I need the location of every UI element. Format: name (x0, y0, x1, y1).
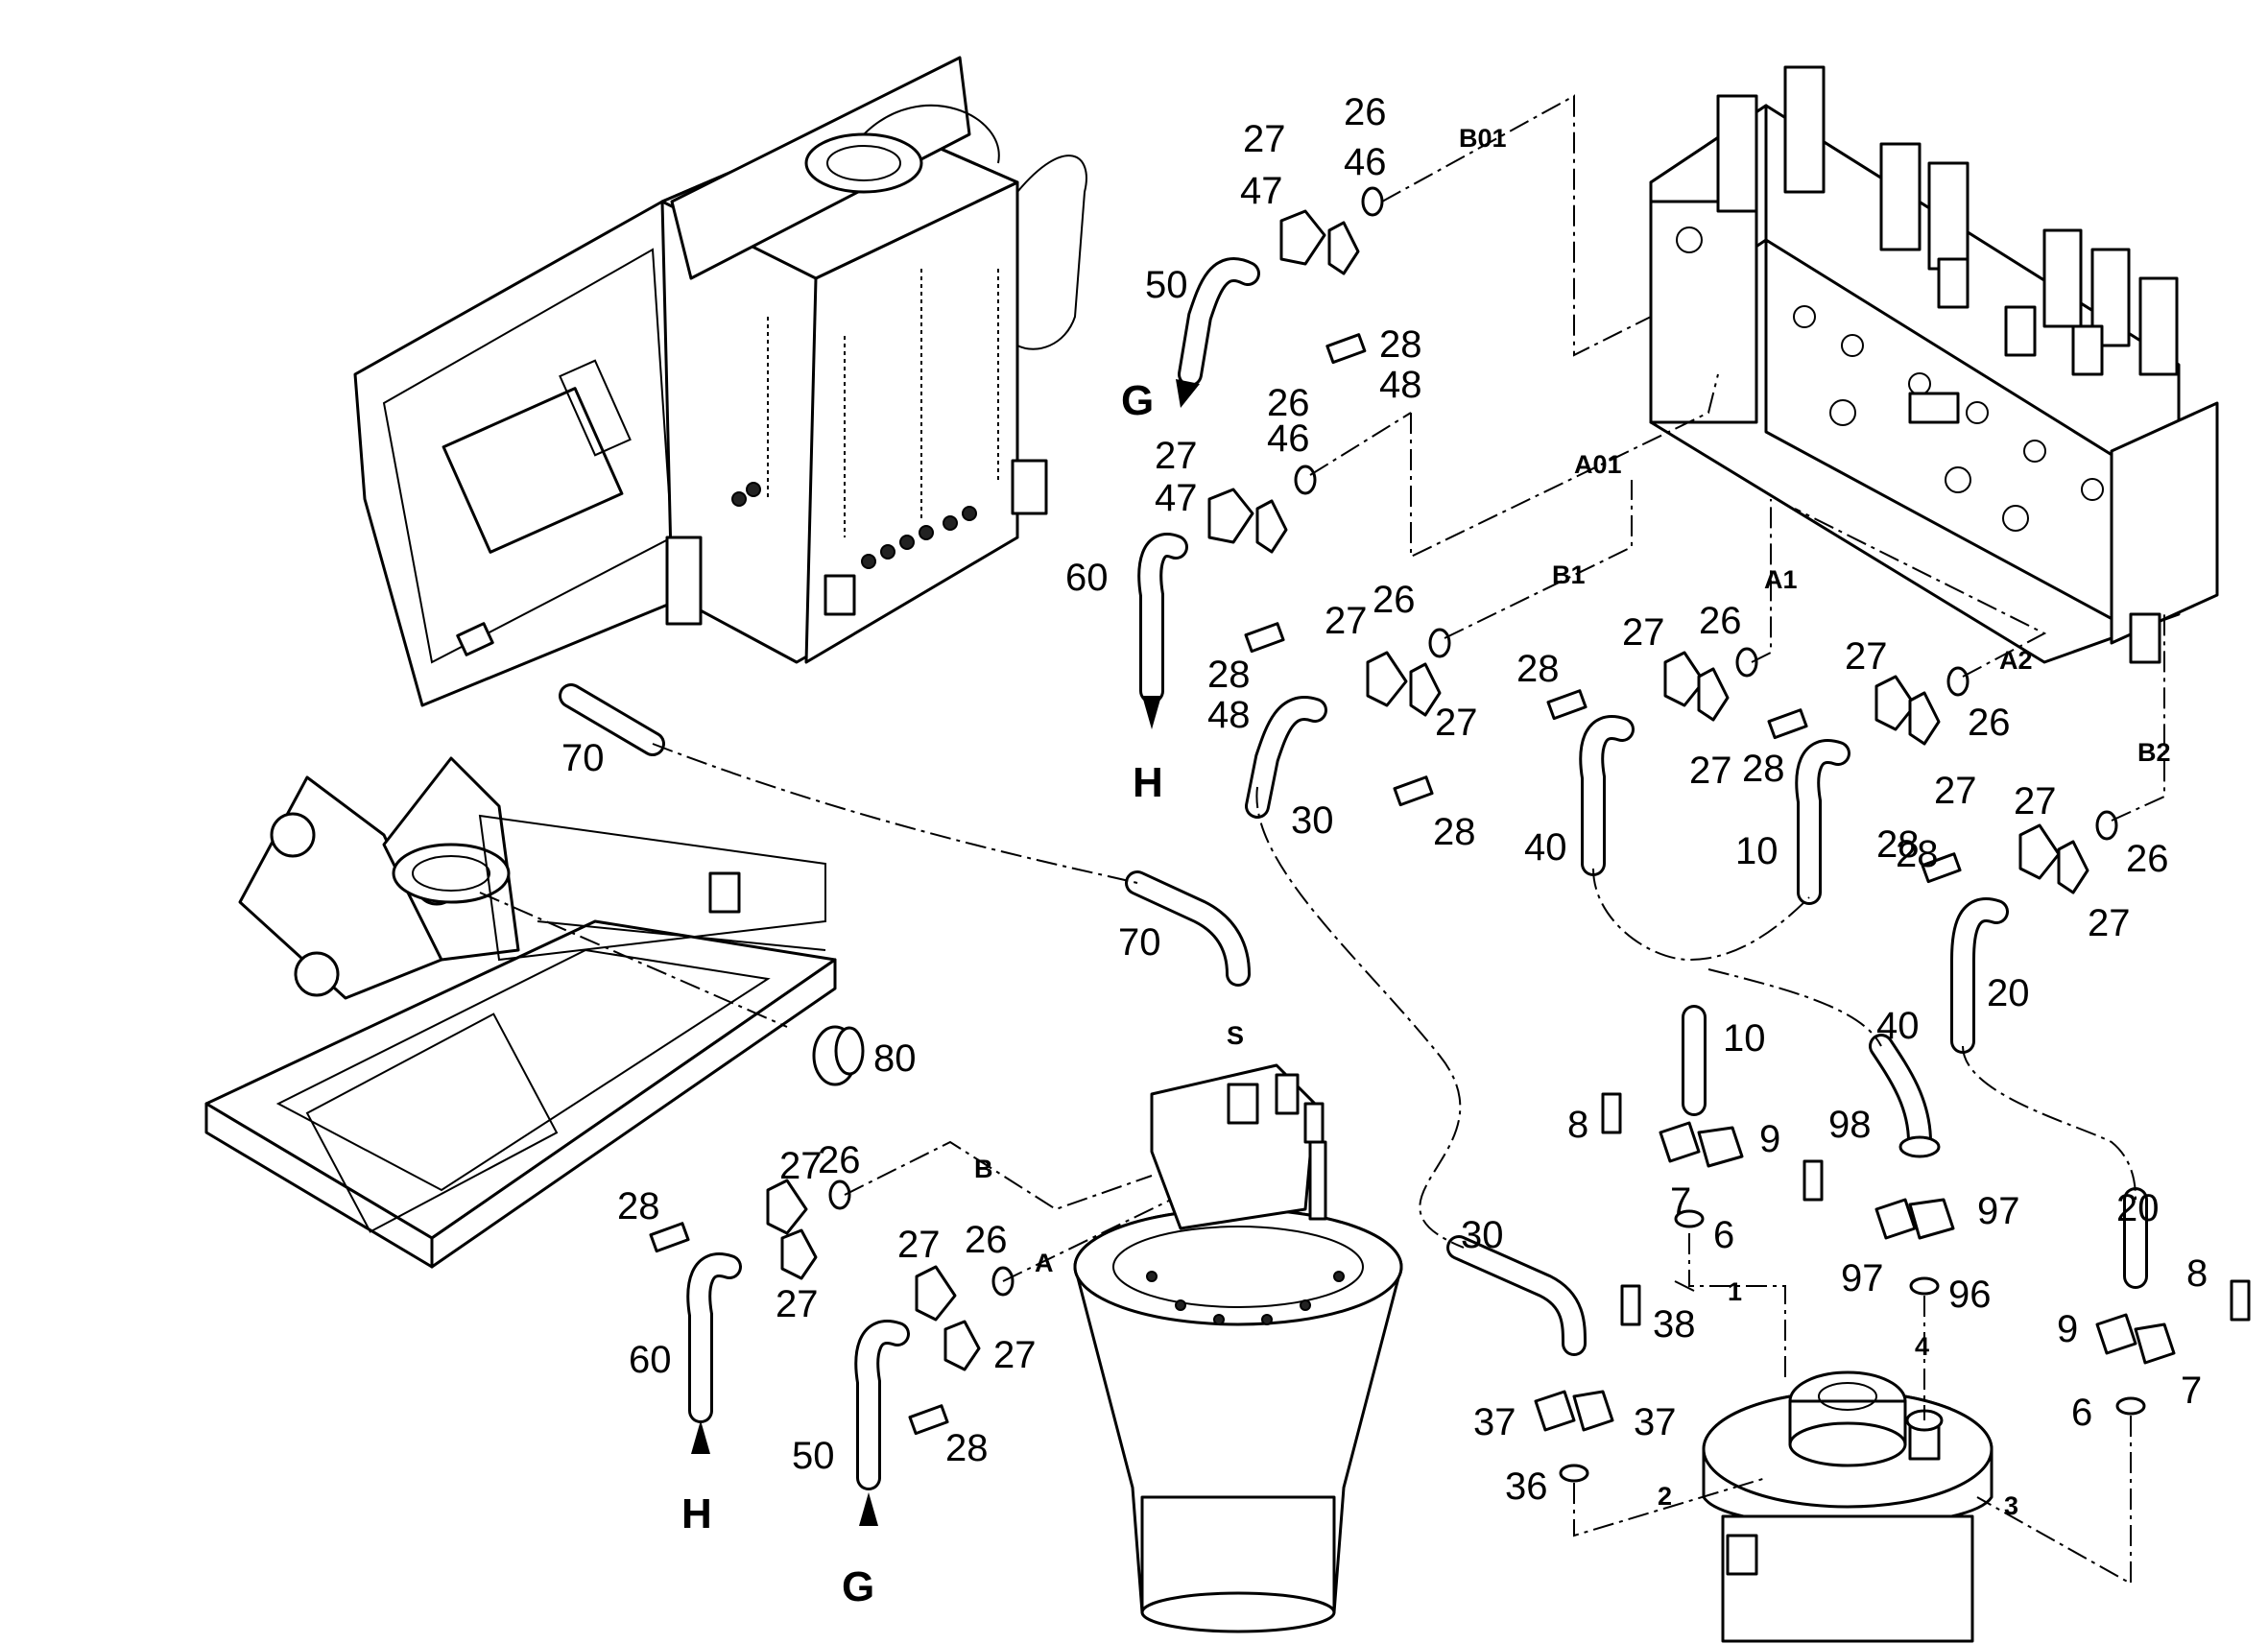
part-label: 70 (561, 737, 605, 779)
part-label: 20 (1987, 972, 2030, 1014)
part-label: 8 (1567, 1104, 1588, 1146)
part-label: 27 (2088, 902, 2131, 944)
part-label: 47 (1240, 170, 1283, 212)
flange-clamps (649, 186, 2251, 1483)
part-label: 27 (1435, 702, 1478, 744)
part-label: 27 (1622, 611, 1665, 654)
conn-S: S (1227, 1021, 1244, 1050)
conn-4: 4 (1915, 1332, 1929, 1361)
part-label: 27 (776, 1283, 819, 1325)
conn-A2: A2 (1999, 646, 2033, 675)
part-label: 27 (897, 1224, 941, 1266)
part-label: 60 (1065, 557, 1109, 599)
part-label: 28 (617, 1185, 660, 1227)
part-label: 27 (993, 1334, 1037, 1376)
route-H-top: H (1133, 759, 1163, 806)
part-label: 28 (1207, 654, 1251, 696)
part-label: 37 (1473, 1401, 1516, 1443)
part-label: 26 (1267, 382, 1310, 424)
part-label: 6 (2071, 1392, 2092, 1434)
travel-motor (1073, 1063, 1403, 1633)
part-label: 26 (1344, 91, 1387, 133)
part-label: 40 (1876, 1005, 1920, 1047)
part-label: 8 (2186, 1252, 2208, 1295)
part-label: 97 (1841, 1257, 1884, 1299)
part-label: 28 (1379, 323, 1422, 366)
part-label: 80 (873, 1037, 917, 1080)
part-label: 10 (1723, 1017, 1766, 1060)
part-label: 26 (818, 1139, 861, 1181)
part-label: 30 (1461, 1214, 1504, 1256)
part-label: 6 (1713, 1214, 1734, 1256)
part-label: 26 (1968, 702, 2011, 744)
part-label: 46 (1344, 141, 1387, 183)
part-label: 28 (1876, 823, 1920, 866)
part-label: 38 (1653, 1303, 1696, 1346)
conn-B01: B01 (1459, 124, 1507, 153)
part-label: 10 (1735, 830, 1779, 872)
hydraulic-tank-assembly (353, 56, 1087, 707)
part-label: 9 (1759, 1118, 1780, 1160)
part-label: 20 (2116, 1187, 2160, 1229)
part-label: 48 (1207, 694, 1251, 736)
part-label: 60 (629, 1339, 672, 1381)
fitting-80 (812, 1025, 865, 1086)
part-label: 27 (1325, 600, 1368, 642)
part-label: 27 (2014, 780, 2057, 822)
part-label: 47 (1155, 477, 1198, 519)
part-label: 96 (1948, 1274, 1992, 1316)
part-label: 7 (2181, 1370, 2202, 1412)
conn-A: A (1035, 1249, 1054, 1277)
part-label: 40 (1524, 826, 1567, 869)
part-label: 97 (1977, 1190, 2020, 1232)
hoses (559, 257, 2148, 1490)
route-G-bottom: G (842, 1563, 874, 1610)
route-G-top: G (1121, 377, 1154, 424)
conn-3: 3 (2004, 1491, 2018, 1520)
part-label: 27 (1243, 118, 1286, 160)
part-label: 48 (1379, 364, 1422, 406)
part-label: 70 (1118, 921, 1161, 964)
control-valve-block (1649, 65, 2219, 664)
conn-A1: A1 (1764, 565, 1798, 594)
undercarriage-frame (204, 756, 837, 1269)
route-labels: G H H G (681, 377, 1163, 1610)
conn-A01: A01 (1574, 450, 1622, 479)
part-label: 37 (1634, 1401, 1677, 1443)
part-label: 27 (1689, 750, 1732, 792)
part-label: 28 (1516, 648, 1560, 690)
part-label: 28 (945, 1427, 989, 1469)
part-label: 27 (1155, 435, 1198, 477)
flow-arrows (691, 379, 1200, 1526)
part-label: 50 (792, 1435, 835, 1477)
part-label: 28 (1433, 811, 1476, 853)
part-label: 9 (2057, 1308, 2078, 1350)
part-number-labels: 26 46 27 47 50 28 48 26 46 27 47 60 28 4… (561, 91, 2208, 1508)
part-label: 46 (1267, 417, 1310, 460)
part-label: 50 (1145, 264, 1188, 306)
conn-B2: B2 (2137, 738, 2171, 767)
route-H-bottom: H (681, 1490, 712, 1537)
part-label: 26 (1373, 579, 1416, 621)
part-label: 98 (1828, 1104, 1872, 1146)
part-label: 7 (1670, 1180, 1691, 1223)
part-label: 27 (1934, 770, 1977, 812)
part-label: 26 (1699, 600, 1742, 642)
part-label: 28 (1742, 748, 1785, 790)
part-label: 27 (779, 1145, 823, 1187)
conn-1: 1 (1728, 1277, 1742, 1306)
leader-lines (479, 94, 2165, 1585)
connection-labels: B01 A01 B1 A1 A2 B2 S B A 1 2 3 4 (974, 124, 2171, 1520)
part-label: 36 (1505, 1465, 1548, 1508)
conn-2: 2 (1658, 1482, 1672, 1511)
conn-B: B (974, 1155, 993, 1183)
part-label: 26 (965, 1219, 1008, 1261)
part-label: 28 (1896, 833, 1939, 875)
part-label: 30 (1291, 799, 1334, 842)
part-label: 26 (2126, 838, 2169, 880)
rotary-joint (1702, 1370, 1993, 1643)
part-label: 27 (1845, 635, 1888, 678)
conn-B1: B1 (1552, 560, 1586, 589)
